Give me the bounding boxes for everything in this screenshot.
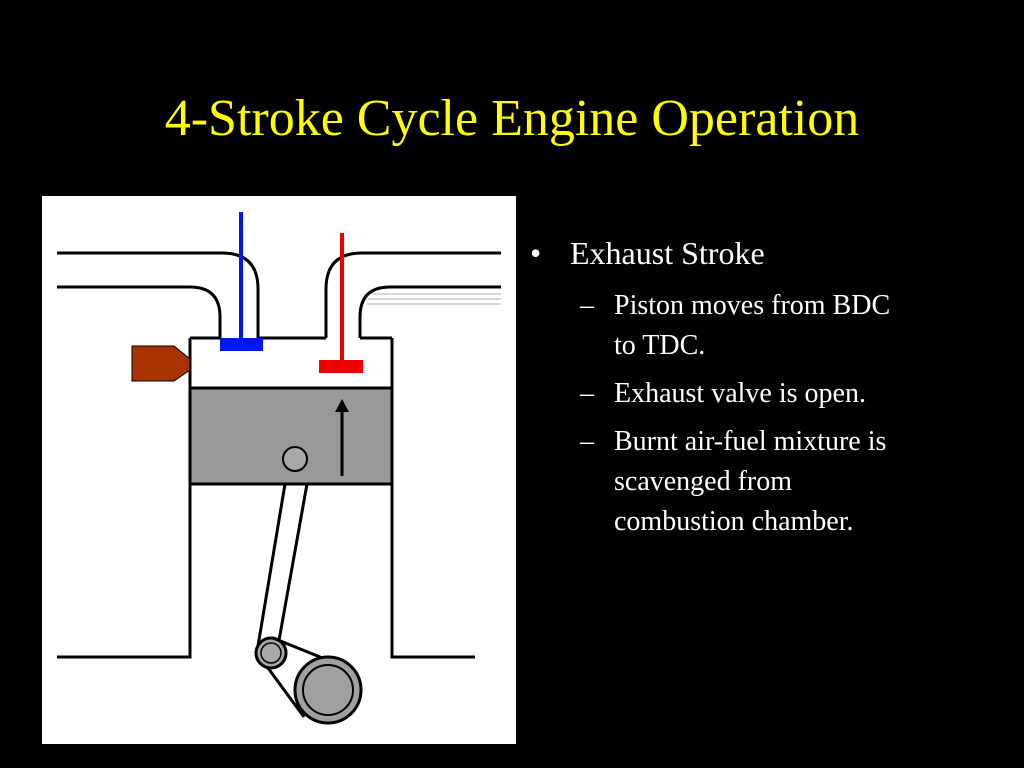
cylinder-walls	[57, 338, 475, 659]
engine-diagram	[42, 196, 516, 744]
crankshaft-inner	[302, 664, 354, 716]
exhaust-port	[324, 251, 501, 338]
bullet-main: • Exhaust Stroke	[530, 230, 1010, 276]
slide-title: 4-Stroke Cycle Engine Operation	[164, 90, 860, 147]
sub-bullet: – Burnt air-fuel mixture is scavenged fr…	[580, 422, 1010, 542]
connecting-rod	[256, 483, 309, 647]
sub-bullet-text: Exhaust valve is open.	[614, 378, 866, 409]
sub-bullet-text: Piston moves from BDC to TDC.	[614, 290, 891, 361]
crank-arm	[266, 636, 326, 718]
piston-motion-arrow	[335, 399, 349, 476]
sub-bullet-text: Burnt air-fuel mixture is scavenged from…	[614, 426, 887, 537]
wrist-pin	[282, 446, 308, 472]
bullet-list: • Exhaust Stroke – Piston moves from BDC…	[530, 230, 1010, 542]
dash-marker: –	[580, 378, 594, 409]
exhaust-flow-lines	[366, 293, 501, 305]
dash-marker: –	[580, 290, 594, 321]
bullet-main-text: Exhaust Stroke	[570, 235, 765, 271]
spark-plug	[131, 345, 191, 382]
sub-bullet-list: – Piston moves from BDC to TDC. – Exhaus…	[580, 286, 1010, 542]
bullet-marker: •	[530, 235, 542, 271]
intake-valve	[220, 212, 263, 351]
crank-pin-inner	[260, 642, 282, 664]
sub-bullet: – Piston moves from BDC to TDC.	[580, 286, 1010, 366]
dash-marker: –	[580, 426, 594, 457]
crankshaft	[293, 655, 363, 725]
intake-port	[57, 251, 260, 338]
exhaust-valve	[319, 233, 363, 373]
sub-bullet: – Exhaust valve is open.	[580, 374, 1010, 414]
